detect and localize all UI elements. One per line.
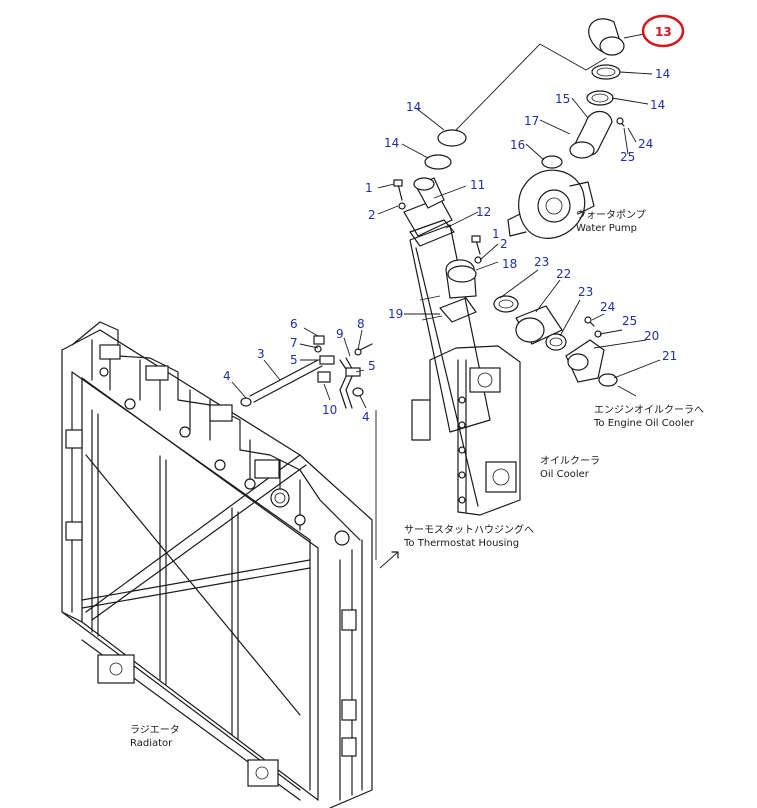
label-water-pump-jp: ウォータポンプ xyxy=(576,209,646,221)
callout-17: 17 xyxy=(524,114,539,128)
label-thermostat-jp: サーモスタットハウジングへ xyxy=(404,523,534,536)
callout-1-a: 1 xyxy=(365,181,373,195)
gasket-19 xyxy=(439,297,477,323)
label-radiator-en: Radiator xyxy=(130,738,173,749)
callout-14-d: 14 xyxy=(384,136,399,150)
callout-6: 6 xyxy=(290,317,298,331)
elbow-13 xyxy=(588,18,625,56)
fittings-5-6-7 xyxy=(313,335,335,365)
clamp-23-a xyxy=(493,295,519,313)
fitting-18 xyxy=(445,259,477,299)
bolt-1b xyxy=(471,235,481,255)
clamp-14-mid xyxy=(586,90,614,106)
callout-24-b: 24 xyxy=(600,300,615,314)
clamp-4a xyxy=(240,397,252,407)
callout-20: 20 xyxy=(644,329,659,343)
callout-2-a: 2 xyxy=(368,208,376,222)
oil-cooler-assembly xyxy=(409,224,521,516)
callout-23-a: 23 xyxy=(534,255,549,269)
callout-1-b: 1 xyxy=(492,227,500,241)
label-oil-cooler-en: Oil Cooler xyxy=(540,469,590,480)
label-engine-oil-cooler-jp: エンジンオイルクーラへ xyxy=(594,404,704,416)
water-pump xyxy=(507,169,595,239)
hose-9-10 xyxy=(317,357,361,409)
tube-3 xyxy=(249,359,323,403)
callout-21: 21 xyxy=(662,349,677,363)
label-oil-cooler-jp: オイルクーラ xyxy=(540,455,600,467)
callout-11: 11 xyxy=(470,178,485,192)
gasket-16 xyxy=(541,155,563,169)
leader-lines xyxy=(231,33,661,569)
callout-5-b: 5 xyxy=(368,359,376,373)
callout-9: 9 xyxy=(336,327,344,341)
hose-clamp-14-left-a xyxy=(437,129,467,147)
hose-22 xyxy=(515,305,563,345)
callout-24-a: 24 xyxy=(638,137,653,151)
callout-12: 12 xyxy=(476,205,491,219)
highlight-ring xyxy=(641,14,685,48)
elbow-15 xyxy=(569,110,613,159)
fitting-20 xyxy=(565,339,605,383)
pipe-8 xyxy=(354,343,373,356)
plug-21 xyxy=(598,373,618,387)
bolt-24-b xyxy=(584,316,595,327)
callout-18: 18 xyxy=(502,257,517,271)
gasket-12 xyxy=(409,219,455,247)
callout-23-b: 23 xyxy=(578,285,593,299)
callout-4-a: 4 xyxy=(223,369,231,383)
callout-7: 7 xyxy=(290,336,298,350)
callout-13: 13 xyxy=(655,25,672,39)
callout-16: 16 xyxy=(510,138,525,152)
callouts: 13 14 14 14 14 15 17 24 25 16 1 11 2 12 … xyxy=(223,25,677,424)
washer-2a xyxy=(398,202,406,210)
radiator-assembly xyxy=(61,321,373,808)
callout-25-b: 25 xyxy=(622,314,637,328)
callout-10: 10 xyxy=(322,403,337,417)
callout-4-b: 4 xyxy=(362,410,370,424)
label-thermostat-en: To Thermostat Housing xyxy=(403,538,519,549)
callout-8: 8 xyxy=(357,317,365,331)
clamp-14-top xyxy=(591,64,621,80)
washer-2b xyxy=(474,256,482,264)
callout-19: 19 xyxy=(388,307,403,321)
label-water-pump-en: Water Pump xyxy=(576,223,637,234)
bolt-1a xyxy=(393,179,403,201)
callout-14-a: 14 xyxy=(655,67,670,81)
callout-3: 3 xyxy=(257,347,265,361)
callout-2-b: 2 xyxy=(500,237,508,251)
callout-14-c: 14 xyxy=(406,100,421,114)
bolt-24-top xyxy=(616,117,625,127)
component-labels: ウォータポンプ Water Pump エンジンオイルクーラへ To Engine… xyxy=(130,209,704,749)
hose-clamp-14-left-b xyxy=(424,154,452,170)
callout-14-b: 14 xyxy=(650,98,665,112)
callout-5-a: 5 xyxy=(290,353,298,367)
housing-flange-11 xyxy=(403,177,453,237)
label-engine-oil-cooler-en: To Engine Oil Cooler xyxy=(593,418,695,429)
callout-25-a: 25 xyxy=(620,150,635,164)
callout-15: 15 xyxy=(555,92,570,106)
clamp-4b xyxy=(352,387,364,397)
callout-22: 22 xyxy=(556,267,571,281)
label-radiator-jp: ラジエータ xyxy=(130,724,180,736)
clamp-23-b xyxy=(545,333,567,351)
